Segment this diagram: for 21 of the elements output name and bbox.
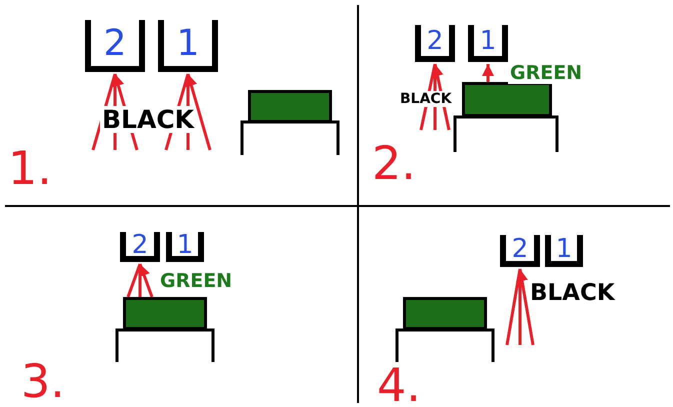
- number-bin: 1: [468, 25, 508, 62]
- block: [123, 297, 207, 330]
- arrow: [506, 268, 534, 346]
- number-bin: 2: [120, 232, 160, 262]
- step-number: 2.: [372, 140, 416, 186]
- number-bin: 2: [85, 20, 145, 72]
- word-label: BLACK: [100, 106, 196, 133]
- arrow: [126, 262, 154, 298]
- block: [403, 297, 487, 330]
- number-bin: 2: [500, 235, 540, 267]
- step-number: 3.: [21, 358, 65, 404]
- block: [462, 82, 552, 117]
- step-number: 4.: [377, 362, 421, 407]
- number-bin: 1: [545, 235, 583, 267]
- number-bin: 2: [415, 25, 455, 62]
- word-label: BLACK: [398, 91, 454, 107]
- number-bin: 1: [158, 20, 218, 72]
- number-bin: 1: [166, 232, 204, 262]
- step-number: 1.: [8, 145, 52, 191]
- block: [248, 90, 332, 123]
- arrow: [482, 64, 494, 82]
